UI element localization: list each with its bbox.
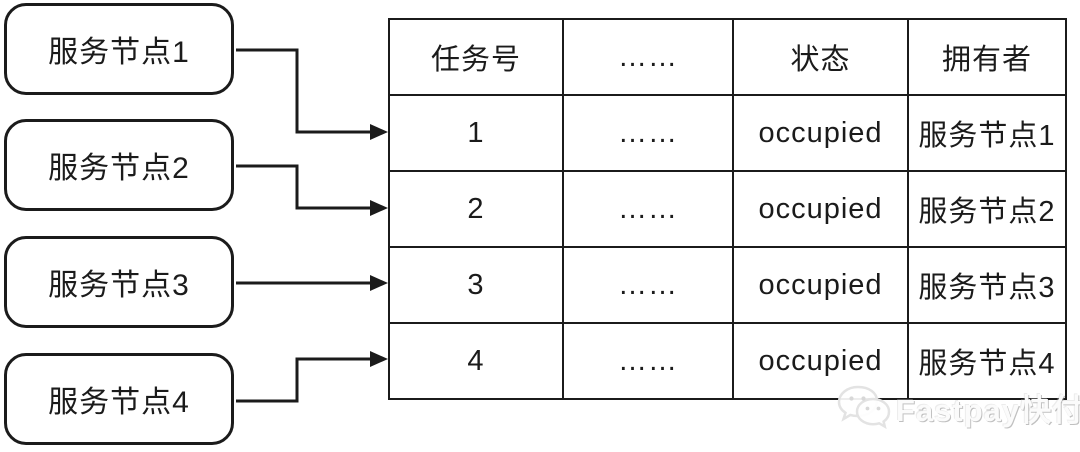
cell-task-id: 3 <box>388 246 564 324</box>
service-node-4: 服务节点4 <box>4 353 234 445</box>
table-header-row: 任务号 …… 状态 拥有者 <box>388 18 1067 96</box>
cell-ellipsis: …… <box>562 94 734 172</box>
header-task-id: 任务号 <box>388 18 564 96</box>
cell-ellipsis: …… <box>562 322 734 400</box>
arrow-node2-to-row2 <box>236 164 388 216</box>
task-table: 任务号 …… 状态 拥有者 1 …… occupied 服务节点1 2 …… o… <box>388 18 1067 400</box>
cell-status: occupied <box>732 170 909 248</box>
service-node-3-label: 服务节点3 <box>48 269 190 302</box>
cell-ellipsis: …… <box>562 170 734 248</box>
cell-ellipsis: …… <box>562 246 734 324</box>
header-ellipsis: …… <box>562 18 734 96</box>
service-node-1: 服务节点1 <box>4 3 234 95</box>
service-node-2-label: 服务节点2 <box>48 152 190 185</box>
cell-status: occupied <box>732 246 909 324</box>
service-node-4-label: 服务节点4 <box>48 386 190 419</box>
wechat-icon <box>837 385 891 430</box>
cell-status: occupied <box>732 322 909 400</box>
cell-task-id: 2 <box>388 170 564 248</box>
service-node-1-label: 服务节点1 <box>48 36 190 69</box>
table-row: 3 …… occupied 服务节点3 <box>388 246 1067 324</box>
cell-status: occupied <box>732 94 909 172</box>
cell-task-id: 4 <box>388 322 564 400</box>
table-row: 2 …… occupied 服务节点2 <box>388 170 1067 248</box>
header-status: 状态 <box>732 18 909 96</box>
arrow-node3-to-row3 <box>236 275 388 291</box>
header-owner: 拥有者 <box>907 18 1067 96</box>
arrow-node4-to-row4 <box>236 351 388 403</box>
table-row: 1 …… occupied 服务节点1 <box>388 94 1067 172</box>
cell-owner: 服务节点1 <box>907 94 1067 172</box>
cell-owner: 服务节点4 <box>907 322 1067 400</box>
arrow-node1-to-row1 <box>236 48 388 140</box>
cell-owner: 服务节点3 <box>907 246 1067 324</box>
watermark: Fastpay快付 <box>836 383 1080 431</box>
watermark-text: Fastpay快付 <box>896 392 1080 428</box>
cell-task-id: 1 <box>388 94 564 172</box>
cell-owner: 服务节点2 <box>907 170 1067 248</box>
table-row: 4 …… occupied 服务节点4 <box>388 322 1067 400</box>
service-node-3: 服务节点3 <box>4 236 234 328</box>
service-node-2: 服务节点2 <box>4 119 234 211</box>
